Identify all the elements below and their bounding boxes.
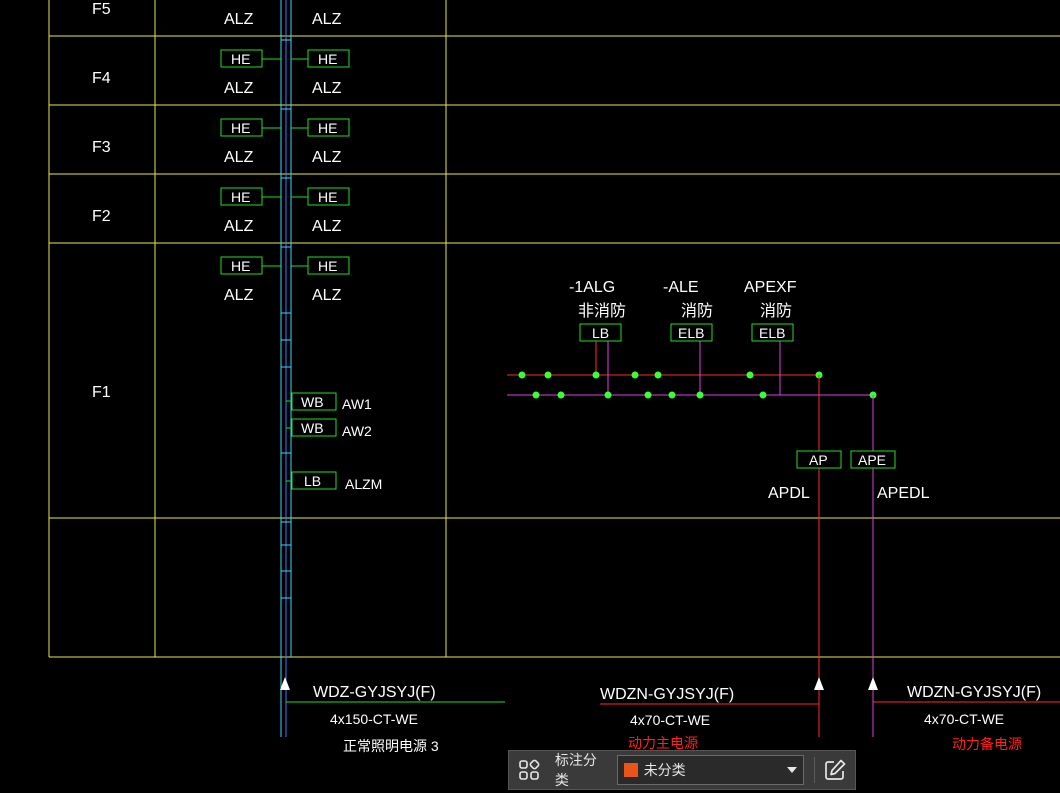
- floor-label-f5: F5: [92, 1, 111, 18]
- riser-ticks: [281, 39, 291, 599]
- cable-3-note: 动力备电源: [952, 736, 1022, 752]
- alz-label-f1-right: ALZ: [312, 287, 342, 304]
- alz-label-f5-right: ALZ: [312, 11, 342, 28]
- alz-label-f4-left: ALZ: [224, 80, 254, 97]
- elb-box-2-label: ELB: [759, 325, 785, 341]
- connection-dots: [518, 371, 877, 399]
- cable-1-note: 正常照明电源 3: [343, 738, 439, 754]
- alz-label-f2-right: ALZ: [312, 218, 342, 235]
- alz-label-f3-left: ALZ: [224, 149, 254, 166]
- alg-label: -1ALG: [569, 279, 615, 296]
- alz-label-f5-left: ALZ: [224, 11, 254, 28]
- ap-boxes: [796, 450, 896, 469]
- riser-lines: [280, 0, 292, 737]
- alz-label-f4-right: ALZ: [312, 80, 342, 97]
- cable-2-note: 动力主电源: [628, 735, 698, 751]
- floor-label-f1: F1: [92, 384, 111, 401]
- alzm-label: ALZM: [345, 476, 382, 492]
- floor-label-f3: F3: [92, 139, 111, 156]
- he-label-f2-right: HE: [318, 189, 337, 205]
- apdl-label: APDL: [768, 485, 810, 502]
- alz-label-f1-left: ALZ: [224, 287, 254, 304]
- he-label-f4-left: HE: [231, 51, 250, 67]
- f1-distribution-boxes: [286, 392, 337, 490]
- he-label-f2-left: HE: [231, 189, 250, 205]
- category-label: 标注分类: [554, 753, 597, 789]
- annotation-toolbar: 标注分类 未分类: [508, 750, 856, 790]
- alg-sub-label: 非消防: [578, 302, 626, 320]
- lb-box-alzm-label: LB: [304, 473, 321, 489]
- floor-label-f4: F4: [92, 70, 111, 87]
- he-label-f1-left: HE: [231, 258, 250, 274]
- cable-3-name: WDZN-GYJSYJ(F): [907, 684, 1041, 701]
- floor-label-f2: F2: [92, 208, 111, 225]
- ap-box-label: AP: [809, 452, 828, 468]
- he-label-f3-right: HE: [318, 120, 337, 136]
- toolbar-divider: [814, 757, 816, 783]
- apexf-label: APEXF: [744, 279, 797, 296]
- category-selected-value: 未分类: [643, 763, 686, 779]
- he-label-f4-right: HE: [318, 51, 337, 67]
- cable-1-name: WDZ-GYJSYJ(F): [313, 684, 436, 701]
- aw1-label: AW1: [342, 396, 372, 412]
- he-boxes: [220, 49, 350, 275]
- he-label-f1-right: HE: [318, 258, 337, 274]
- bus-drops: [595, 341, 781, 395]
- chevron-down-icon: [787, 767, 798, 773]
- lb-box-top-label: LB: [592, 325, 609, 341]
- grid-view-button[interactable]: [509, 751, 549, 789]
- alz-label-f3-right: ALZ: [312, 149, 342, 166]
- top-boxes: [579, 323, 794, 342]
- cable-2-name: WDZN-GYJSYJ(F): [600, 686, 734, 703]
- wb-box-2-label: WB: [301, 420, 324, 436]
- cable-1-spec: 4x150-CT-WE: [330, 711, 418, 727]
- feed-arrows: [280, 677, 878, 690]
- floor-grid: [48, 0, 1060, 658]
- elb-box-1-label: ELB: [678, 325, 704, 341]
- wb-box-1-label: WB: [301, 394, 324, 410]
- edit-button[interactable]: [815, 751, 855, 789]
- ale-sub-label: 消防: [681, 302, 713, 320]
- grid-icon: [519, 759, 540, 780]
- cable-2-spec: 4x70-CT-WE: [630, 712, 710, 728]
- apedl-label: APEDL: [877, 485, 930, 502]
- apexf-sub-label: 消防: [760, 302, 792, 320]
- ale-label: -ALE: [663, 279, 699, 296]
- alz-label-f2-left: ALZ: [224, 218, 254, 235]
- edit-icon: [825, 759, 846, 780]
- he-label-f3-left: HE: [231, 120, 250, 136]
- cable-3-spec: 4x70-CT-WE: [924, 711, 1004, 727]
- category-dropdown[interactable]: 未分类: [616, 755, 805, 785]
- ape-box-label: APE: [858, 452, 886, 468]
- aw2-label: AW2: [342, 423, 372, 439]
- category-color-swatch: [623, 763, 638, 777]
